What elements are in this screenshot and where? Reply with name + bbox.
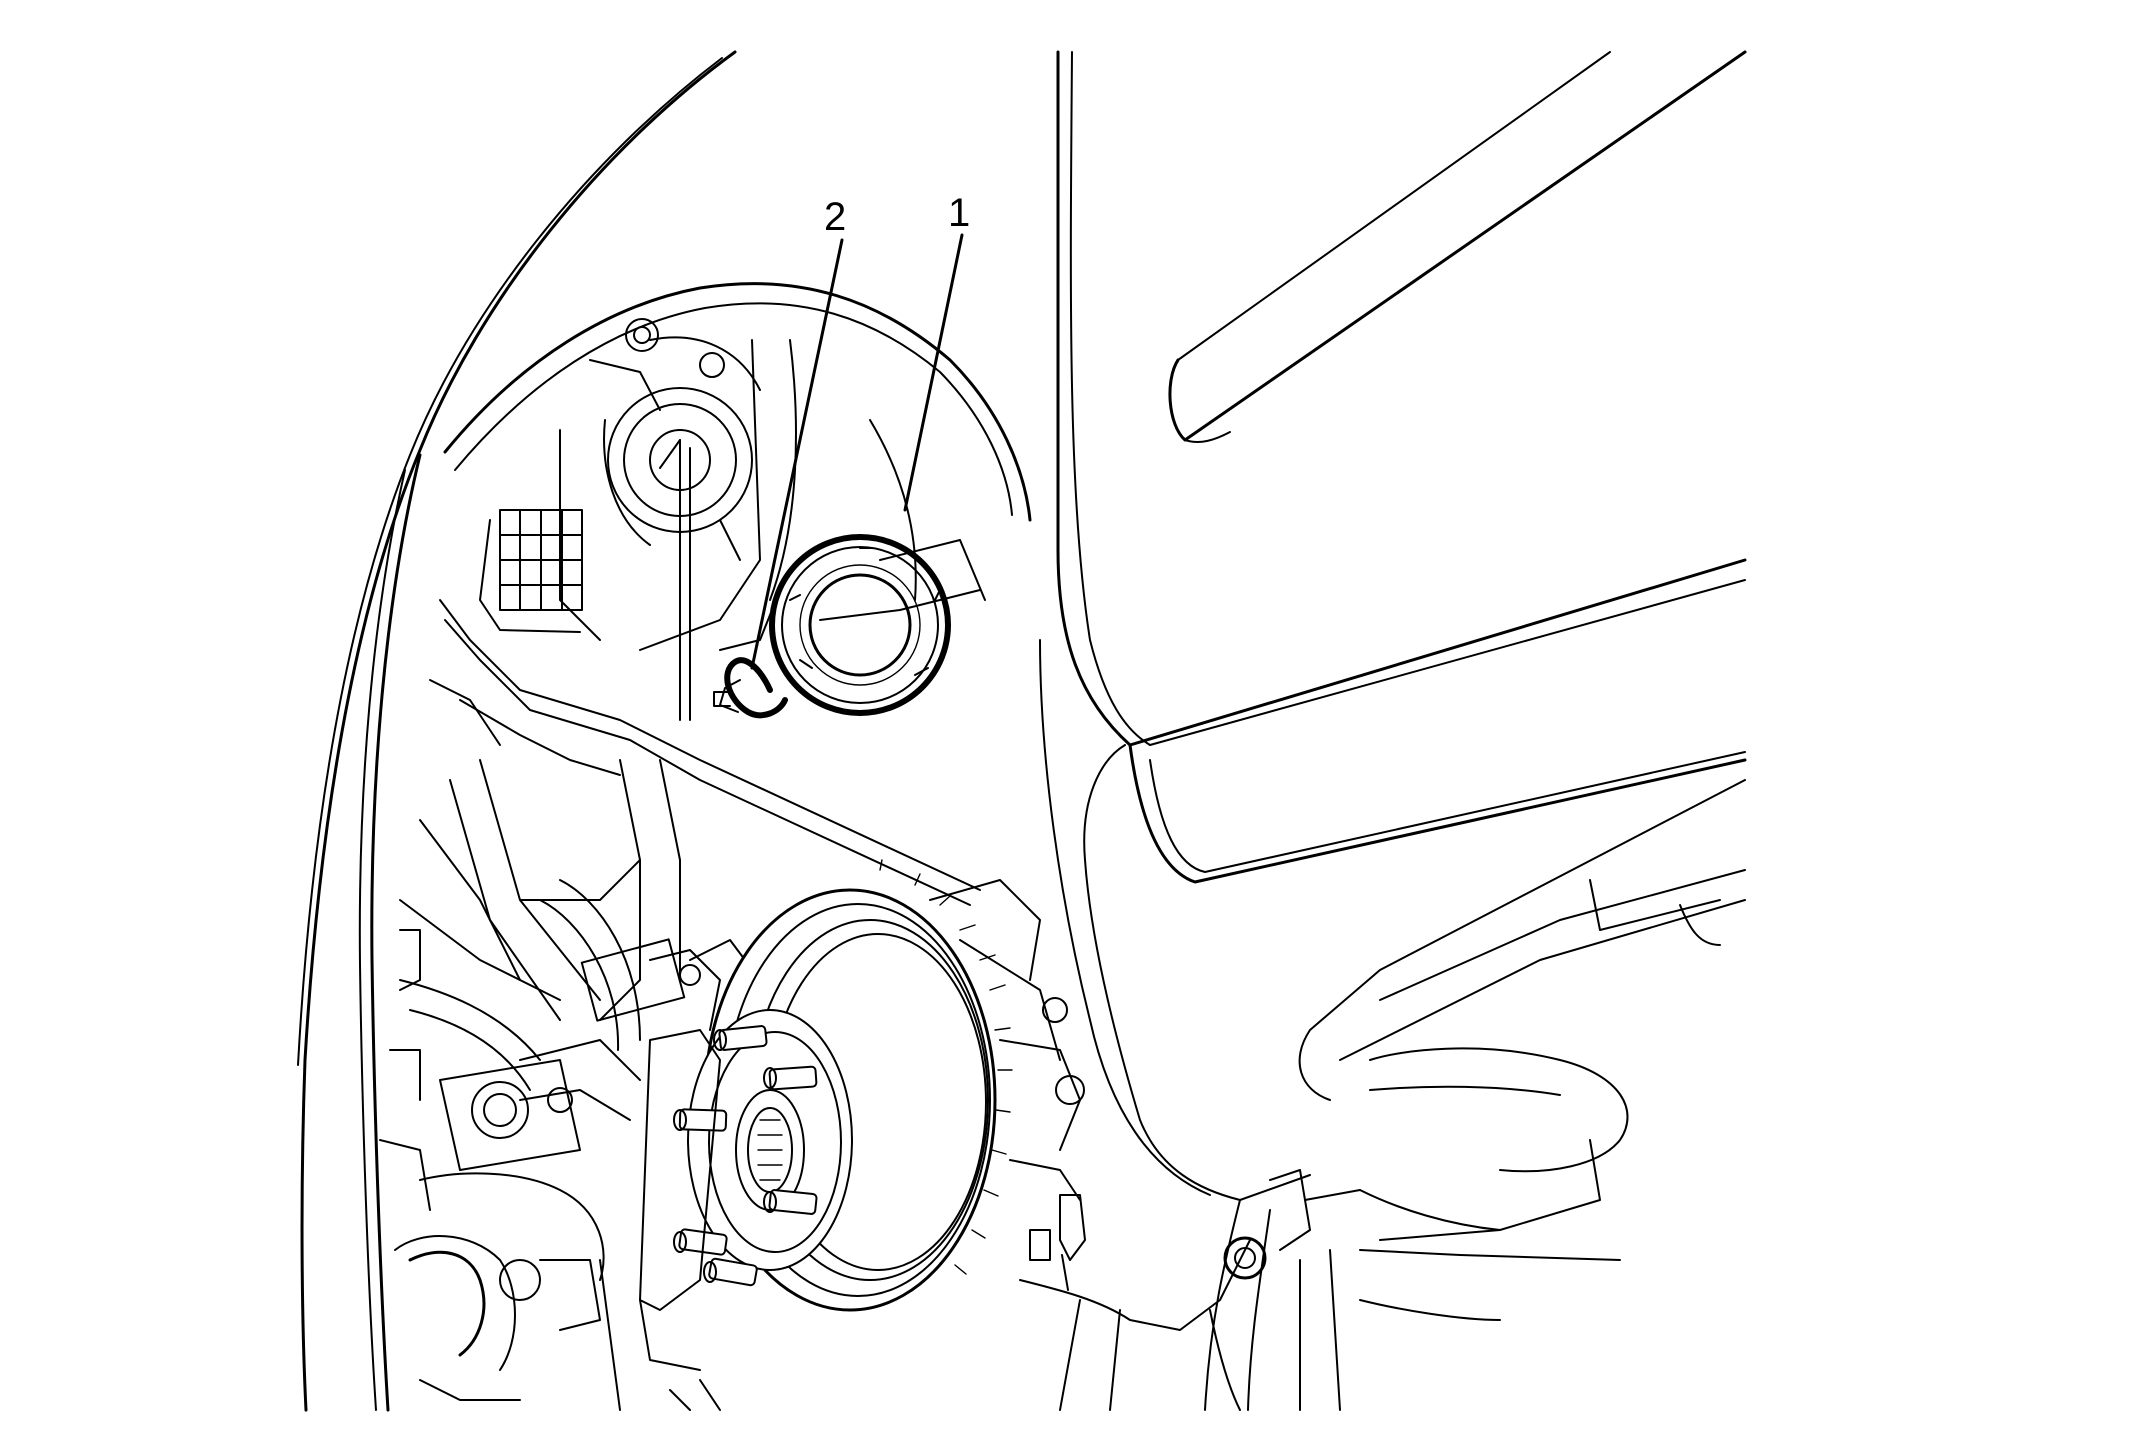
access-cover [769, 534, 951, 716]
fender-outline [297, 50, 1032, 1412]
callout-label-1: 1 [948, 191, 970, 235]
callout-label-2: 2 [824, 195, 846, 239]
leader-lines [750, 233, 964, 670]
chassis-linkages [399, 439, 981, 1121]
connector-block [479, 509, 583, 633]
lower-control-arm [1019, 1169, 1361, 1411]
lower-left-components [379, 929, 621, 1411]
suspension-arm [929, 879, 1086, 1291]
retainer-clip [713, 657, 788, 719]
underbody-frame [1204, 779, 1746, 1411]
body-panel [1039, 50, 1747, 1201]
callout-1: 1 [948, 191, 970, 235]
headlamp-area [559, 318, 986, 651]
brake-caliper [639, 949, 721, 1411]
callout-2: 2 [824, 195, 846, 239]
